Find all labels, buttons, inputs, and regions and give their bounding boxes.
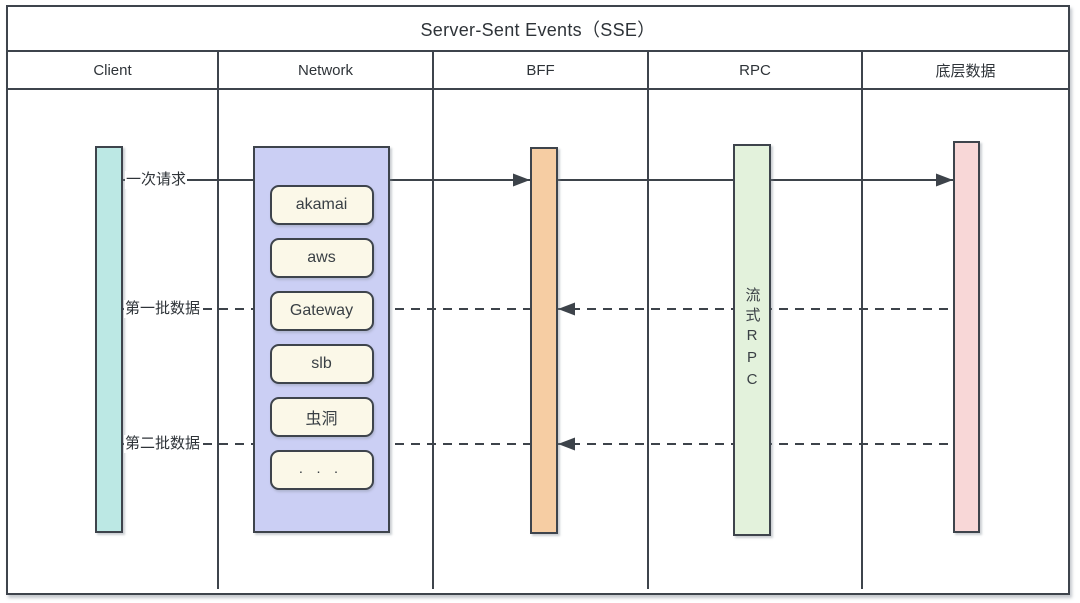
message-label-one-request: 一次请求 [125, 171, 188, 189]
client-activation-bar [95, 146, 123, 533]
arrowhead-second-batch-into-bff [558, 437, 575, 451]
lane-header-client: Client [8, 52, 217, 88]
lane-header-label: BFF [526, 61, 555, 79]
rpc-activation-bar: 流式RPC [733, 144, 771, 536]
lane-header-rpc: RPC [647, 52, 861, 88]
lane-header-row: Client Network BFF RPC 底层数据 [8, 52, 1068, 90]
diagram-title: Server-Sent Events（SSE） [420, 19, 656, 40]
lane-rpc [647, 90, 861, 589]
underlying-data-activation-bar [953, 141, 980, 533]
bff-activation-bar [530, 147, 558, 534]
lane-network [217, 90, 432, 589]
lane-header-label: RPC [739, 61, 771, 79]
diagram-frame: Server-Sent Events（SSE） Client Network B… [6, 5, 1070, 595]
arrowhead-into-underlying-data [936, 173, 953, 187]
network-node-label: . . . [299, 464, 344, 476]
arrowhead-first-batch-into-bff [558, 302, 575, 316]
streaming-rpc-label: 流式RPC [743, 287, 761, 393]
lane-separators [8, 90, 1068, 589]
lane-header-label: 底层数据 [935, 62, 996, 80]
message-label-second-batch: 第二批数据 [124, 435, 202, 453]
network-stack-box: akamai aws Gateway slb 虫洞 . . . [253, 146, 390, 533]
network-node-label: Gateway [289, 302, 354, 319]
network-node-gateway: Gateway [269, 291, 374, 331]
network-node-wormhole: 虫洞 [269, 397, 374, 437]
network-node-akamai: akamai [269, 185, 374, 225]
network-node-label: akamai [295, 196, 348, 213]
lane-underlying-data [861, 90, 1068, 589]
network-node-aws: aws [269, 238, 374, 278]
diagram-body: akamai aws Gateway slb 虫洞 . . . [8, 90, 1068, 589]
network-node-ellipsis: . . . [269, 450, 374, 490]
network-node-label: slb [311, 355, 332, 372]
lane-header-underlying-data: 底层数据 [861, 52, 1068, 88]
network-node-slb: slb [269, 344, 374, 384]
network-node-label: aws [307, 249, 336, 266]
lane-header-network: Network [217, 52, 432, 88]
message-label-first-batch: 第一批数据 [124, 300, 202, 318]
lane-header-label: Network [297, 61, 353, 79]
network-node-label: 虫洞 [305, 411, 338, 428]
lane-header-bff: BFF [432, 52, 647, 88]
lane-bff [432, 90, 647, 589]
lane-header-label: Client [93, 61, 132, 79]
title-bar: Server-Sent Events（SSE） [8, 7, 1068, 52]
arrowhead-into-bff [513, 173, 530, 187]
